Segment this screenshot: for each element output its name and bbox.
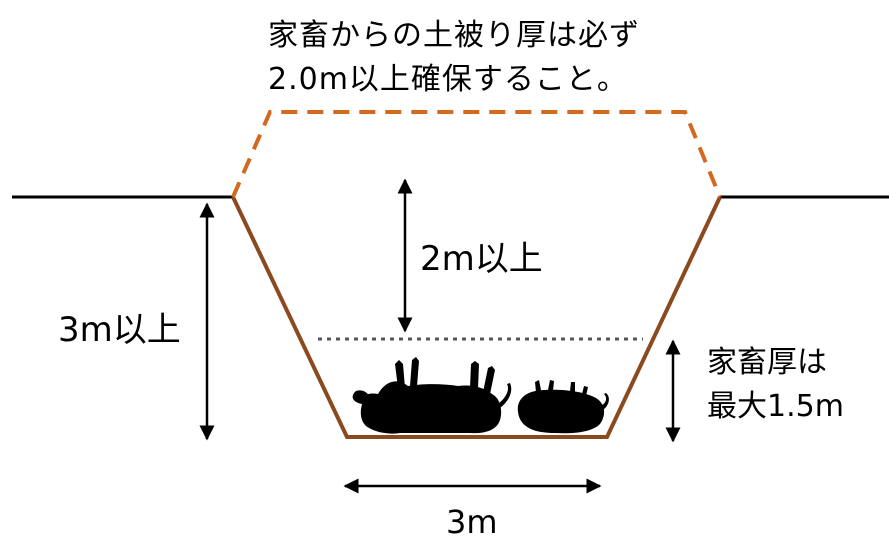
bottom-width-label: 3m bbox=[446, 503, 498, 541]
livestock-thickness-label-line1: 家畜厚は bbox=[707, 345, 827, 380]
cow-silhouette bbox=[352, 357, 512, 434]
pit-depth-label: 3m以上 bbox=[58, 310, 181, 350]
cover-depth-label: 2m以上 bbox=[420, 239, 543, 279]
livestock-thickness-label-line2: 最大1.5m bbox=[707, 389, 844, 424]
title-line-2: 2.0m以上確保すること。 bbox=[268, 62, 628, 97]
pit-outline bbox=[231, 196, 722, 439]
title-line-1: 家畜からの土被り厚は必ず bbox=[268, 18, 640, 53]
pig-silhouette bbox=[517, 380, 609, 434]
soil-mound-dashed bbox=[231, 110, 722, 198]
